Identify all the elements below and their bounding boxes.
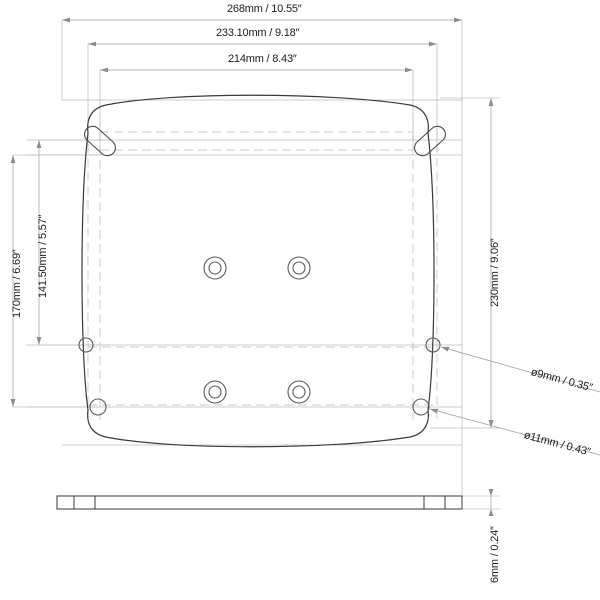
plate-outline xyxy=(81,94,435,448)
cbore-upper-right xyxy=(287,256,311,280)
slot-top-left xyxy=(84,125,116,157)
dimension-width-overall xyxy=(61,17,463,500)
dimension-width-hole-centers xyxy=(99,67,414,150)
cbore-upper-left xyxy=(203,256,227,280)
side-view xyxy=(56,495,463,510)
dimension-height-overall xyxy=(430,97,500,429)
cbore-lower-right xyxy=(287,380,311,404)
dimension-label-height-outer-holes: 170mm / 6.69″ xyxy=(11,249,23,318)
hole-mid-left xyxy=(78,337,94,353)
dimension-label-width-overall: 268mm / 10.55″ xyxy=(227,3,302,15)
leader-large-hole xyxy=(429,408,600,456)
dimension-label-height-inner-holes: 141.50mm / 5.57″ xyxy=(37,214,49,298)
dimension-thickness xyxy=(462,489,500,516)
leader-small-hole xyxy=(440,346,600,393)
construction-lines xyxy=(26,99,462,446)
top-view xyxy=(81,94,435,448)
leader-group xyxy=(429,346,600,456)
dimension-label-height-overall: 230mm / 9.06″ xyxy=(489,238,501,307)
dimension-label-thickness: 6mm / 0.24″ xyxy=(489,526,501,583)
dimension-group-top xyxy=(61,17,463,500)
hole-bottom-right xyxy=(412,398,430,416)
dimension-label-width-slot-centers: 233.10mm / 9.18″ xyxy=(216,27,300,39)
dimension-height-outer-holes xyxy=(10,154,98,408)
slot-top-right xyxy=(414,125,446,157)
cbore-lower-left xyxy=(203,380,227,404)
hole-mid-right xyxy=(425,337,441,353)
dimension-group-left xyxy=(10,139,110,408)
dimension-group-right xyxy=(430,97,500,516)
hole-bottom-left xyxy=(89,398,107,416)
dimension-label-width-hole-centers: 214mm / 8.43″ xyxy=(228,53,297,65)
